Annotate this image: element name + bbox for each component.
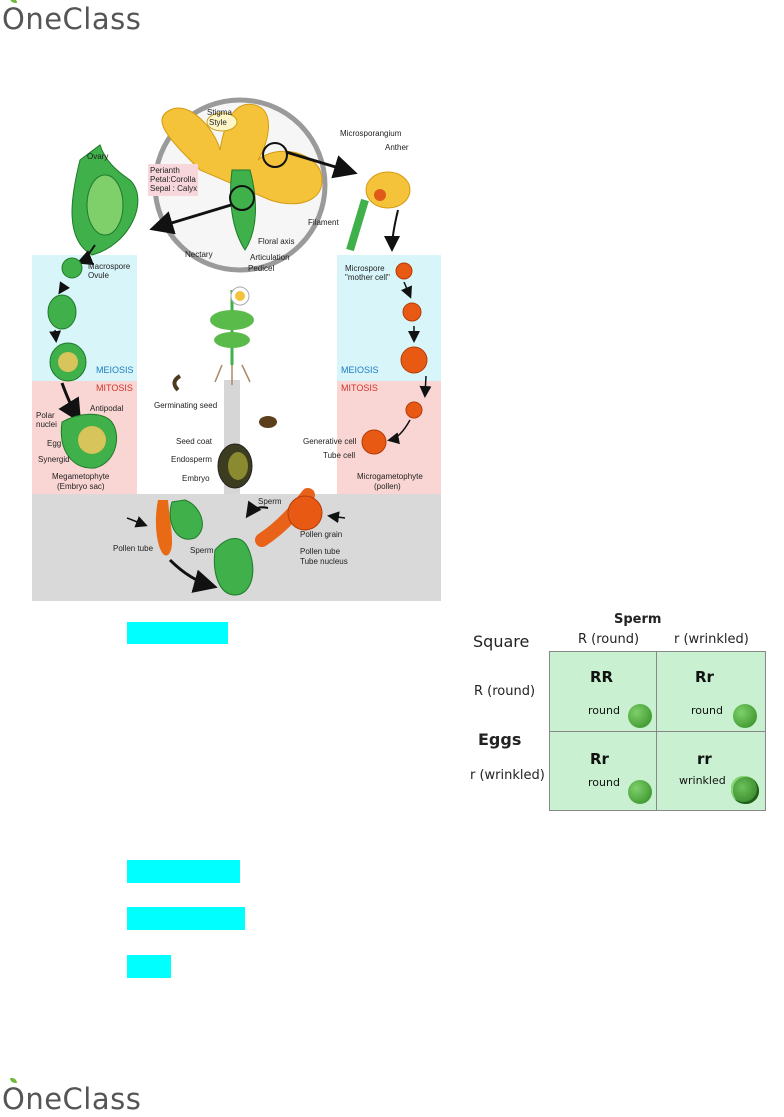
genotype: Rr xyxy=(695,668,714,686)
plant-life-cycle-diagram: Stigma Style Perianth Petal:Corolla Sepa… xyxy=(32,97,441,601)
label-pollen-grain: Pollen grain xyxy=(300,530,343,539)
zoom-circle-anther xyxy=(262,142,288,168)
label-germinating-seed: Germinating seed xyxy=(154,401,218,410)
highlight-bar-3 xyxy=(127,907,245,930)
phenotype: round xyxy=(691,704,723,717)
label-pedicel: Pedicel xyxy=(248,264,275,273)
label-petal: Petal:Corolla xyxy=(150,175,196,184)
label-anther: Anther xyxy=(385,143,409,152)
label-seed-coat: Seed coat xyxy=(176,437,213,446)
label-meiosis-left: MEIOSIS xyxy=(96,365,134,375)
column-header-wrinkled: r (wrinkled) xyxy=(674,632,749,647)
label-sperm-right: Sperm xyxy=(258,497,282,506)
label-mother-cell: "mother cell" xyxy=(345,273,390,282)
wrinkled-pea-icon xyxy=(731,776,759,804)
phenotype: round xyxy=(588,776,620,789)
phenotype: round xyxy=(588,704,620,717)
label-macrospore: Macrospore xyxy=(88,262,131,271)
label-generative-cell: Generative cell xyxy=(303,437,357,446)
genotype: rr xyxy=(697,750,712,768)
label-tube-nucleus: Tube nucleus xyxy=(300,557,348,566)
logo-o: O xyxy=(2,1078,26,1116)
leaf-icon xyxy=(10,0,17,3)
punnett-cell-bottom-left: Rr round xyxy=(549,731,657,811)
label-meiosis-right: MEIOSIS xyxy=(341,365,379,375)
label-perianth: Perianth xyxy=(150,166,180,175)
label-embryo: Embryo xyxy=(182,474,210,483)
punnett-cell-bottom-right: rr wrinkled xyxy=(656,731,766,811)
logo-first-letter: O xyxy=(2,2,26,36)
highlight-bar-2 xyxy=(127,860,240,883)
punnett-cell-rr-top-left: RR round xyxy=(549,651,657,732)
label-endosperm: Endosperm xyxy=(171,455,212,464)
label-tube-cell: Tube cell xyxy=(323,451,356,460)
flower-petals xyxy=(161,103,323,205)
highlight-bar-4 xyxy=(127,955,171,978)
diagram-graphics xyxy=(47,97,432,596)
phenotype: wrinkled xyxy=(679,774,726,787)
leaf-icon xyxy=(10,1078,17,1083)
genotype: Rr xyxy=(590,750,609,768)
label-sperm-left: Sperm xyxy=(190,546,214,555)
label-antipodal: Antipodal xyxy=(90,404,124,413)
label-mitosis-right: MITOSIS xyxy=(341,383,378,393)
label-sepal: Sepal : Calyx xyxy=(150,184,198,193)
highlight-bar-1 xyxy=(127,622,228,644)
perianth-box xyxy=(148,164,198,196)
punnett-square: Sperm Square R (round) r (wrinkled) R (r… xyxy=(468,608,768,813)
label-mitosis-left: MITOSIS xyxy=(96,383,133,393)
logo-text: neClass xyxy=(25,1082,142,1116)
label-nectary: Nectary xyxy=(185,250,213,259)
stigma-shape xyxy=(206,112,238,132)
logo-o: O xyxy=(2,0,26,36)
label-embryo-sac: (Embryo sac) xyxy=(57,482,105,491)
label-microspore: Microspore xyxy=(345,264,385,273)
label-synergid: Synergid xyxy=(38,455,70,464)
label-stigma: Stigma xyxy=(207,108,232,117)
zoom-circle-ovary xyxy=(229,185,255,211)
logo-first-letter: O xyxy=(2,1082,26,1116)
row-header-wrinkled: r (wrinkled) xyxy=(470,768,545,783)
label-pollen: (pollen) xyxy=(374,482,401,491)
eggs-header: Eggs xyxy=(478,730,522,749)
logo-text: neClass xyxy=(25,2,142,36)
label-style: Style xyxy=(209,118,227,127)
label-microgametophyte: Microgametophyte xyxy=(357,472,423,481)
punnett-cell-top-right: Rr round xyxy=(656,651,766,732)
column-header-round: R (round) xyxy=(578,632,640,647)
round-pea-icon xyxy=(628,704,652,728)
label-articulation: Articulation xyxy=(250,253,290,262)
label-megagametophyte: Megametophyte xyxy=(52,472,110,481)
anther-shape xyxy=(365,171,411,209)
label-ovary: Ovary xyxy=(87,152,109,161)
punnett-title: Square xyxy=(473,632,530,651)
label-microsporangium: Microsporangium xyxy=(340,129,402,138)
genotype: RR xyxy=(590,668,614,686)
sperm-header: Sperm xyxy=(614,612,662,627)
label-pollen-tube-left: Pollen tube xyxy=(113,544,154,553)
round-pea-icon xyxy=(733,704,757,728)
label-ovule: Ovule xyxy=(88,271,109,280)
label-filament: Filament xyxy=(308,218,339,227)
label-egg: Egg xyxy=(47,439,62,448)
label-polar-nuclei: Polar nuclei xyxy=(36,411,57,429)
row-header-round: R (round) xyxy=(474,684,536,699)
round-pea-icon xyxy=(628,780,652,804)
label-pollen-tube-right: Pollen tube xyxy=(300,547,341,556)
label-floral-axis: Floral axis xyxy=(258,237,295,246)
